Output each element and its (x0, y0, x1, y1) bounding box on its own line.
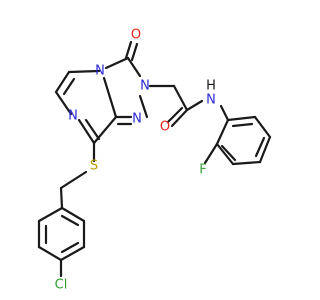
bond (258, 135, 272, 164)
atom-n-bridge: N (95, 64, 105, 79)
bond (254, 136, 266, 158)
bond (60, 214, 80, 227)
bond (203, 142, 219, 165)
bond (102, 76, 118, 119)
bond (92, 115, 118, 145)
bond (253, 115, 272, 139)
bond (172, 84, 189, 112)
bond (84, 118, 101, 141)
bond (104, 56, 130, 70)
bond (67, 69, 101, 74)
bond (77, 118, 96, 145)
bond (226, 115, 257, 122)
bond (215, 142, 235, 166)
atom-cl-aryl: Cl (55, 278, 68, 293)
atom-n-ring-top: N (140, 79, 150, 94)
structure-drawing: O N N N N S O N H F Cl (37, 28, 272, 293)
bond (59, 186, 64, 210)
bond (130, 42, 139, 62)
atom-o-amide: O (160, 120, 170, 135)
bond (166, 106, 184, 124)
bond (54, 70, 71, 94)
bond (215, 118, 230, 146)
atom-n-ring-left: N (68, 109, 78, 124)
bond (59, 245, 86, 262)
bond (220, 144, 237, 162)
atom-s-thio: S (90, 159, 98, 174)
molecule-diagram: O N N N N S O N H F Cl (37, 28, 272, 293)
bonds (37, 40, 272, 278)
atom-n-ring-bottom: N (132, 112, 142, 127)
bond (231, 160, 262, 166)
bond (185, 99, 204, 112)
atom-h-amide: H (206, 79, 216, 94)
bond (124, 40, 133, 60)
bond (170, 108, 189, 128)
bond (126, 56, 142, 78)
bond (62, 77, 76, 96)
bond (59, 170, 88, 190)
atom-o-ring: O (131, 28, 141, 43)
bond (37, 245, 63, 262)
atom-n-amide: N (206, 93, 216, 108)
bond (60, 241, 80, 254)
bond (219, 104, 230, 122)
bond (231, 122, 254, 128)
bond (37, 206, 64, 223)
bond (54, 90, 73, 116)
atom-labels: O N N N N S O N H F Cl (55, 28, 216, 293)
atom-f-aryl: F (199, 163, 206, 178)
bond (60, 206, 86, 223)
bond (138, 94, 149, 119)
